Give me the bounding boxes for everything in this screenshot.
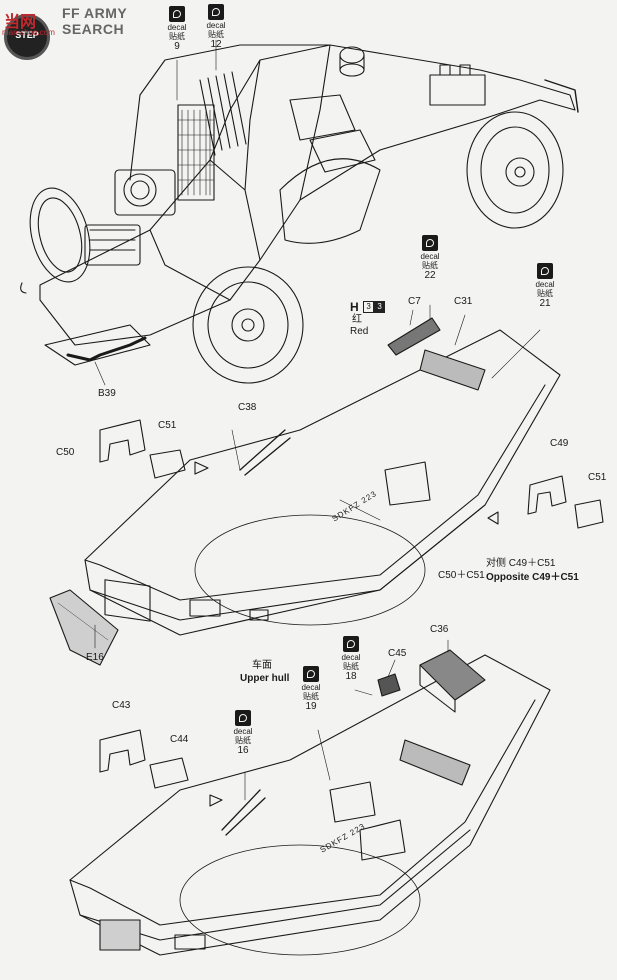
decal-callout-9: decal 贴纸 9 <box>160 6 194 52</box>
decal-icon <box>169 6 185 22</box>
upper-hull-en: Upper hull <box>240 673 290 684</box>
decal-icon <box>303 666 319 682</box>
opposite-note-en: Opposite C49＋C51 <box>486 572 579 583</box>
paint-name-en: Red <box>350 326 369 337</box>
decal-label-en: decal <box>535 280 555 289</box>
step-badge: STEP <box>4 14 50 60</box>
paint-box-1: 3 <box>363 300 375 313</box>
lower-hull-drawing <box>69 639 551 956</box>
part-label-c51: C51 <box>158 420 177 431</box>
site-cn-name: 当网 <box>4 14 37 31</box>
decal-callout-19: decal 贴纸 19 <box>294 666 328 712</box>
part-label-c38: C38 <box>238 402 257 413</box>
upper-hull-cn: 车面 <box>252 660 272 671</box>
opposite-note-cn: 对侧 C49＋C51 <box>486 558 556 569</box>
part-label-c50-c51: C50＋C51 <box>438 570 485 581</box>
decal-callout-16: decal 贴纸 16 <box>226 710 260 756</box>
decal-number: 21 <box>539 298 551 309</box>
part-label-c36: C36 <box>430 624 449 635</box>
part-label-b39: B39 <box>98 388 116 399</box>
decal-label-cn: 贴纸 <box>537 289 553 298</box>
decal-icon <box>537 263 553 279</box>
part-label-c45: C45 <box>388 648 407 659</box>
decal-label-cn: 贴纸 <box>235 736 251 745</box>
decal-label-en: decal <box>341 653 361 662</box>
part-label-c49: C49 <box>550 438 569 449</box>
decal-icon <box>208 4 224 20</box>
paint-box-2: 3 <box>374 300 386 313</box>
site-name: FF ARMY SEARCH <box>62 5 127 37</box>
vehicle-drawing <box>20 39 579 386</box>
step-label: STEP <box>15 30 39 40</box>
decal-callout-22: decal 贴纸 22 <box>413 235 447 281</box>
part-label-c43: C43 <box>112 700 131 711</box>
part-label-c51-right: C51 <box>588 472 607 483</box>
paint-name-cn: 红 <box>352 314 362 325</box>
site-logo: STEP 当网 man-shoo.com FF ARMY SEARCH <box>0 0 160 60</box>
decal-icon <box>343 636 359 652</box>
decal-number: 12 <box>210 39 222 50</box>
site-url: man-shoo.com <box>2 28 55 37</box>
decal-icon <box>235 710 251 726</box>
decal-number: 22 <box>424 270 436 281</box>
decal-callout-18: decal 贴纸 18 <box>334 636 368 682</box>
part-label-c7: C7 <box>408 296 421 307</box>
decal-label-en: decal <box>167 23 187 32</box>
decal-callout-21: decal 贴纸 21 <box>528 263 562 309</box>
decal-label-cn: 贴纸 <box>303 692 319 701</box>
part-label-c31: C31 <box>454 296 473 307</box>
part-label-e16: E16 <box>86 652 104 663</box>
decal-label-cn: 贴纸 <box>343 662 359 671</box>
paint-code: H <box>350 300 359 314</box>
decal-callout-12: decal 贴纸 12 <box>199 4 233 50</box>
decal-label-cn: 贴纸 <box>208 30 224 39</box>
part-label-c44: C44 <box>170 734 189 745</box>
decal-icon <box>422 235 438 251</box>
decal-number: 16 <box>237 745 249 756</box>
upper-hull-drawing <box>49 304 604 666</box>
part-label-c50: C50 <box>56 447 75 458</box>
decal-number: 9 <box>174 41 180 52</box>
decal-label-en: decal <box>301 683 321 692</box>
decal-number: 19 <box>305 701 317 712</box>
decal-label-cn: 贴纸 <box>422 261 438 270</box>
decal-number: 18 <box>345 671 357 682</box>
decal-label-cn: 贴纸 <box>169 32 185 41</box>
decal-label-en: decal <box>206 21 226 30</box>
decal-label-en: decal <box>233 727 253 736</box>
decal-label-en: decal <box>420 252 440 261</box>
